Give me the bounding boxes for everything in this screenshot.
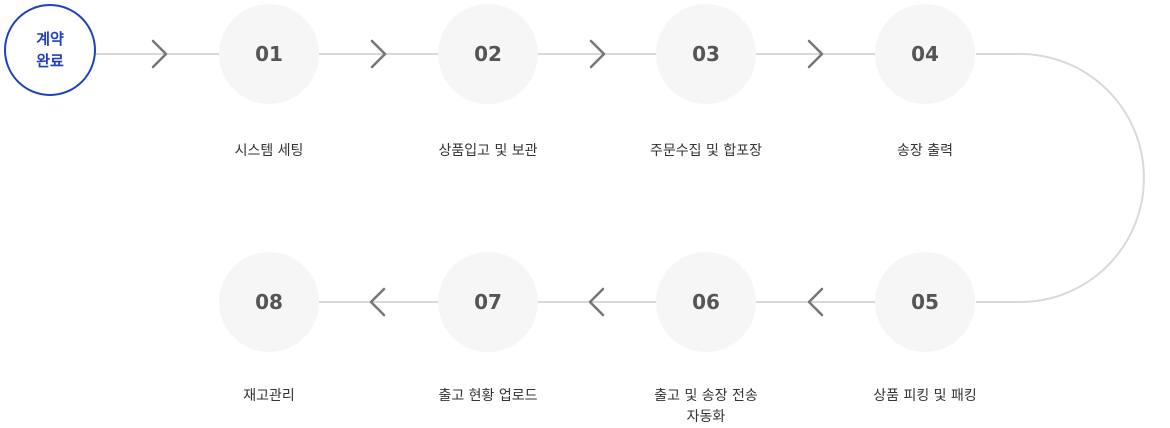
step-number: 05 (911, 290, 939, 314)
step-02-label: 상품입고 및 보관 (438, 143, 538, 159)
step-number: 04 (911, 42, 939, 66)
step-06-label: 출고 및 송장 전송 자동화 (654, 388, 758, 425)
chevron-right-icon (151, 39, 168, 69)
step-05-circle: 05 (875, 252, 975, 352)
connector-curve (976, 53, 1145, 303)
step-number: 06 (692, 290, 720, 314)
step-07-circle: 07 (438, 252, 538, 352)
step-number: 01 (255, 42, 283, 66)
step-06-circle: 06 (656, 252, 756, 352)
step-02-circle: 02 (438, 4, 538, 104)
step-03-label: 주문수집 및 합포장 (650, 143, 762, 159)
chevron-right-icon (589, 39, 606, 69)
chevron-right-icon (370, 39, 387, 69)
step-04-circle: 04 (875, 4, 975, 104)
step-01-label: 시스템 세팅 (234, 143, 304, 159)
step-04-label: 송장 출력 (897, 143, 953, 159)
start-contract-complete: 계약 완료 (4, 4, 96, 96)
start-label: 계약 완료 (36, 30, 64, 70)
chevron-right-icon (807, 39, 824, 69)
chevron-left-icon (588, 287, 605, 317)
step-01-circle: 01 (219, 4, 319, 104)
step-number: 07 (474, 290, 502, 314)
chevron-left-icon (807, 287, 824, 317)
step-07-label: 출고 현황 업로드 (438, 388, 538, 404)
step-number: 02 (474, 42, 502, 66)
step-number: 08 (255, 290, 283, 314)
step-number: 03 (692, 42, 720, 66)
chevron-left-icon (369, 287, 386, 317)
step-05-label: 상품 피킹 및 패킹 (873, 388, 977, 404)
step-03-circle: 03 (656, 4, 756, 104)
step-08-label: 재고관리 (243, 388, 295, 404)
step-08-circle: 08 (219, 252, 319, 352)
